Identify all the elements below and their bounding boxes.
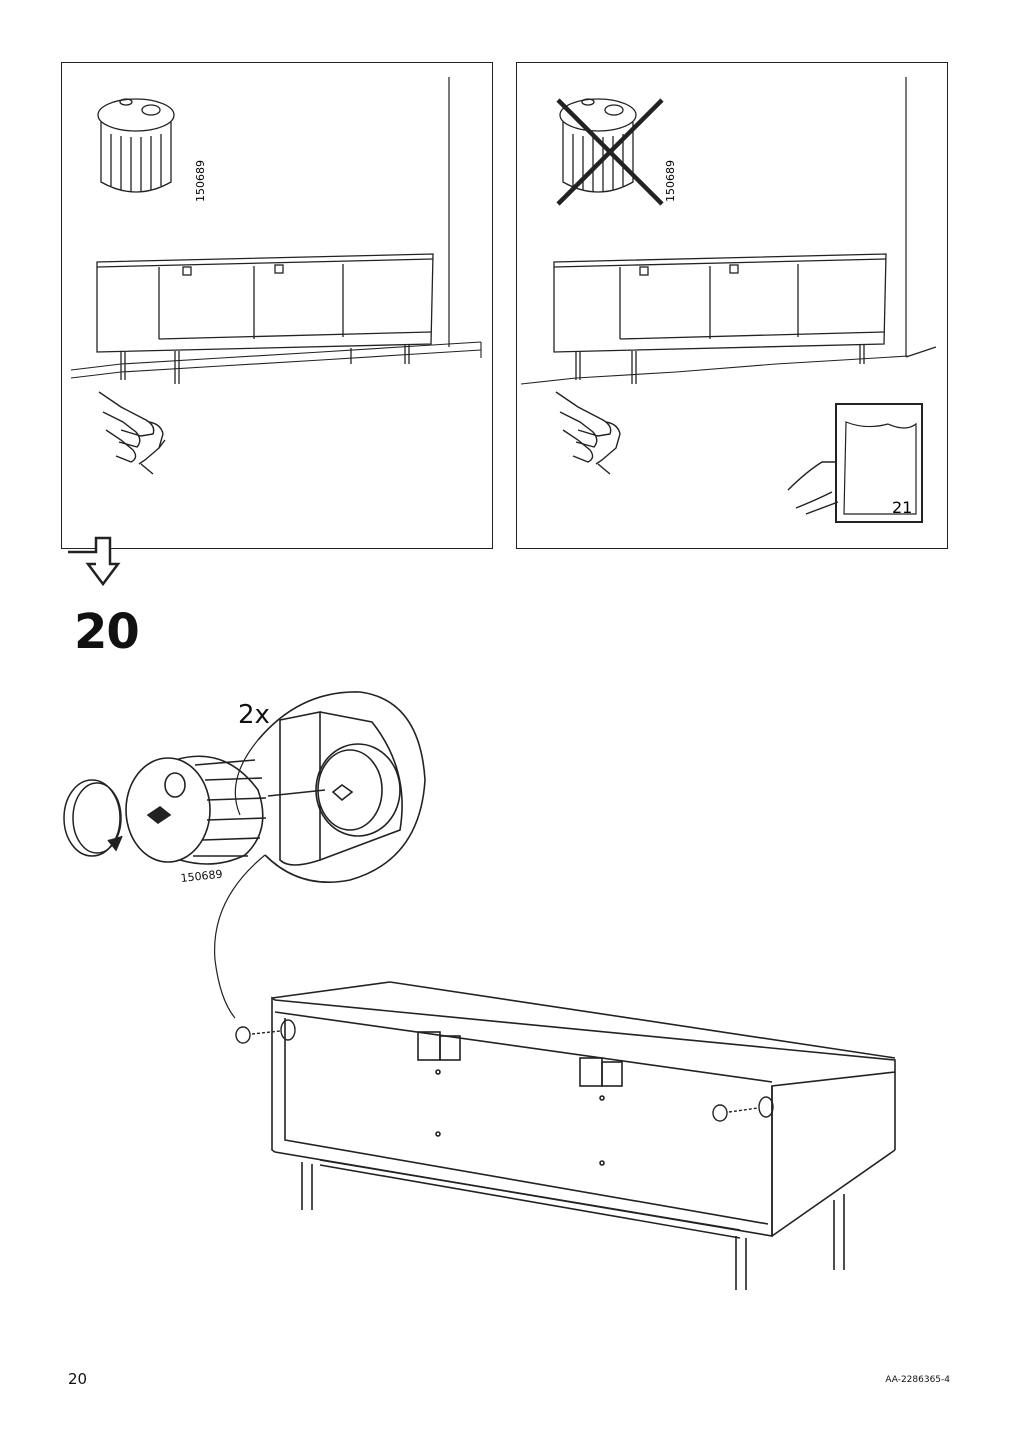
reference-page-number: 21 [892, 498, 912, 517]
page-reference-icon [787, 403, 923, 523]
tv-bench-front [553, 253, 887, 384]
right-panel-illustration: 150689 21 [520, 77, 937, 523]
knob-part-icon [125, 755, 267, 865]
left-panel-illustration: 150689 [70, 77, 482, 475]
knob-part-icon [97, 98, 175, 193]
tv-bench-back-view [271, 981, 896, 1290]
knob-position-marker [235, 1019, 774, 1122]
document-code: AA-2286365-4 [885, 1375, 950, 1385]
clockwise-rotation-icon [63, 779, 123, 857]
cross-out-icon [556, 98, 664, 206]
right-panel-part-code: 150689 [664, 160, 677, 202]
tv-bench-front [96, 253, 434, 384]
magnified-detail-circle [213, 691, 426, 1019]
pointing-hand-icon [98, 391, 166, 475]
pointing-hand-icon [555, 391, 621, 475]
left-panel-part-code: 150689 [194, 160, 207, 202]
step-number: 20 [74, 604, 140, 660]
quantity-label: 2x [238, 700, 270, 730]
page-number: 20 [68, 1370, 88, 1388]
next-step-arrow-icon [68, 536, 121, 587]
